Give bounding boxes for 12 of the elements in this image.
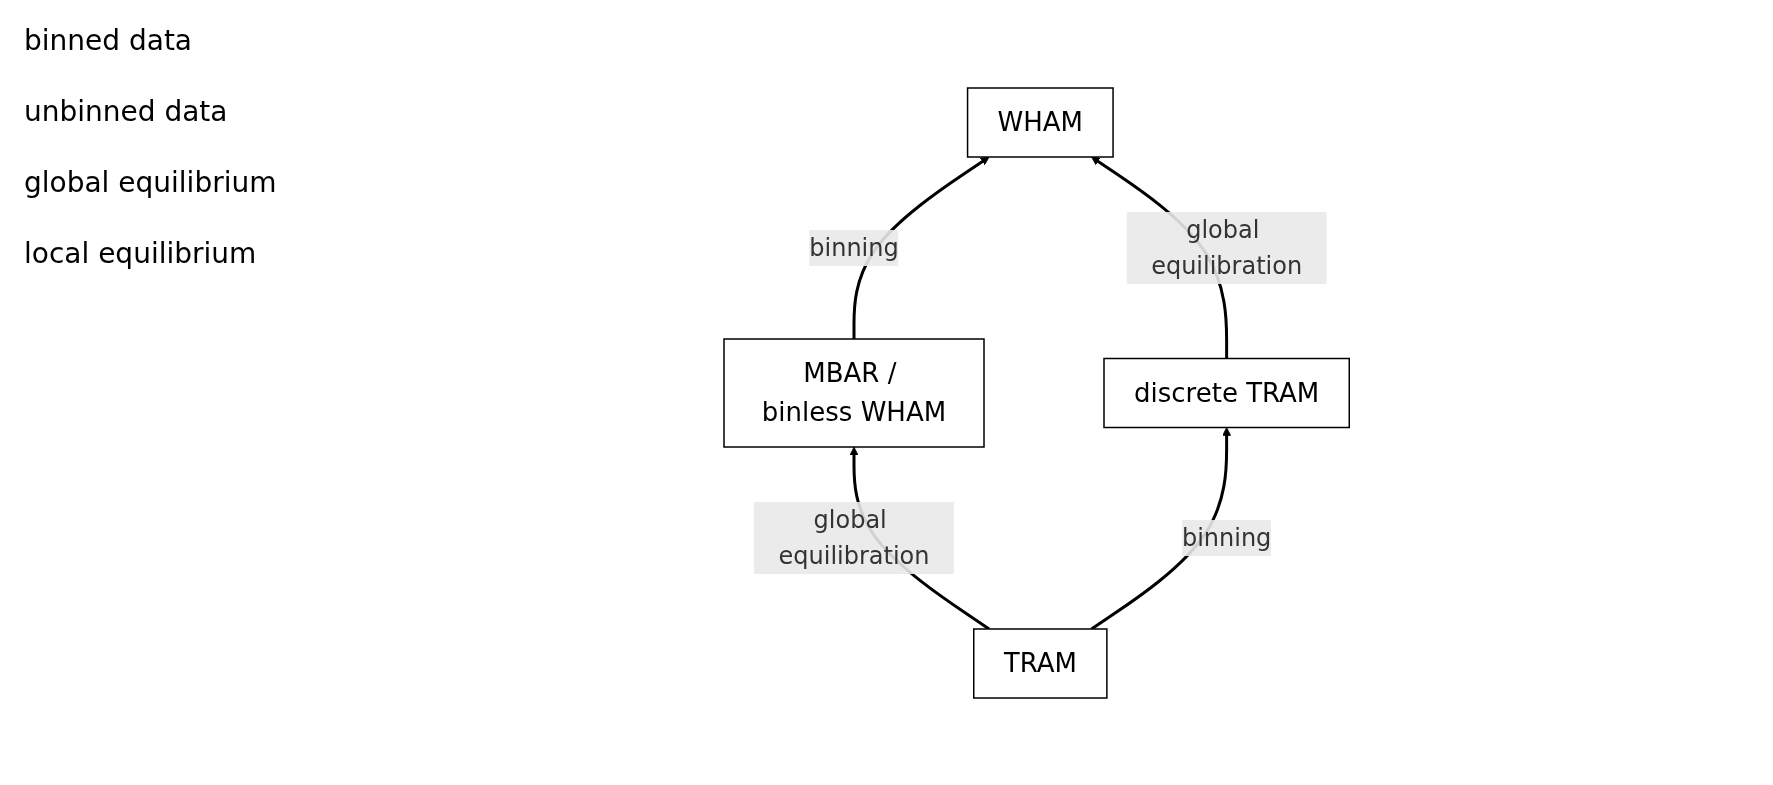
edge-label: global equilibration (1151, 215, 1302, 280)
axis-label: unbinned data (23, 94, 229, 130)
node-box: WHAM (966, 86, 1114, 158)
edge-label: binning (1181, 523, 1272, 552)
node-box: discrete TRAM (1103, 357, 1350, 428)
axis-label: local equilibrium (23, 236, 258, 272)
edge-label: global equilibration (778, 505, 930, 570)
edge-label: binning (809, 233, 899, 262)
axis-label: global equilibrium (23, 165, 278, 201)
node-box: MBAR / binless WHAM (723, 337, 985, 448)
node-box: TRAM (972, 627, 1108, 699)
axis-label: binned data (23, 23, 193, 59)
